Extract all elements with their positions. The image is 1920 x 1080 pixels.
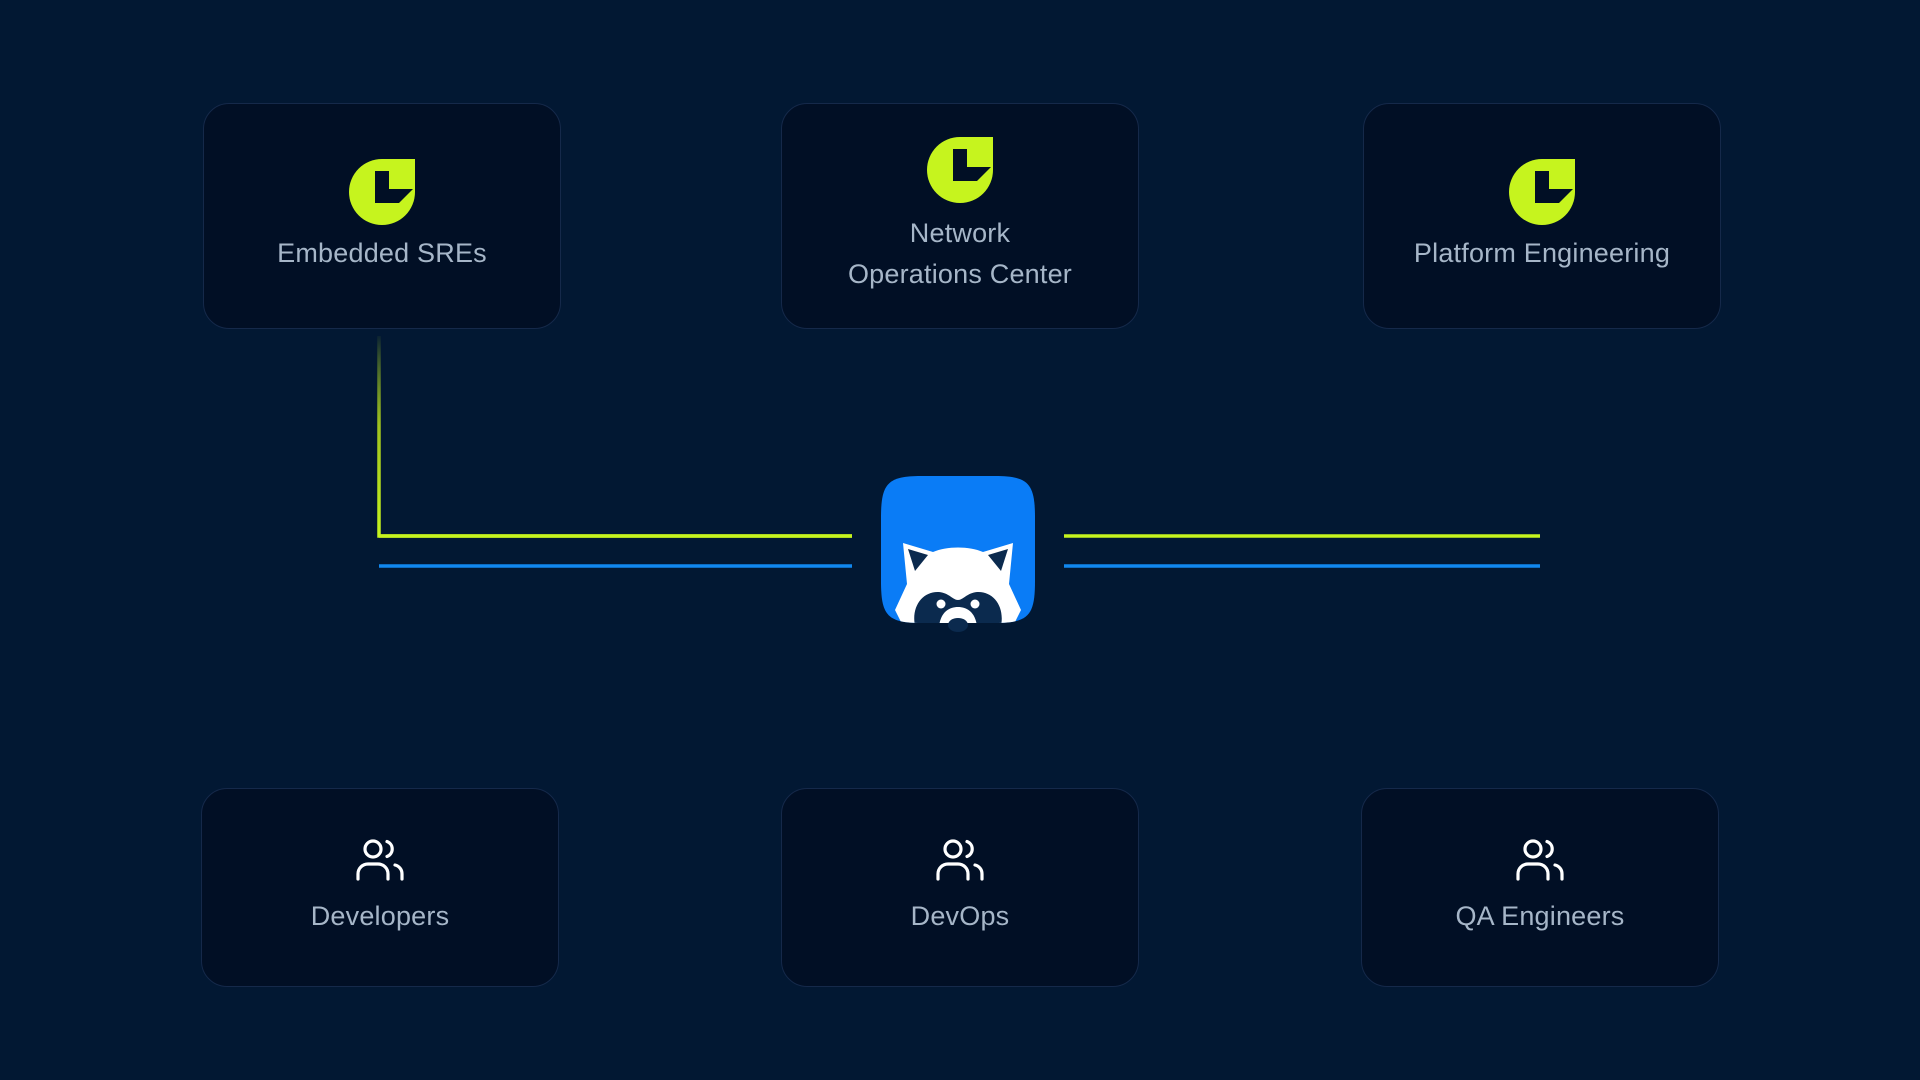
node-platform-engineering[interactable]: Platform Engineering — [1363, 103, 1721, 329]
node-label: Embedded SREs — [277, 237, 487, 268]
node-label: DevOps — [910, 901, 1010, 931]
users-icon — [356, 839, 404, 881]
brand-logo-icon — [1509, 158, 1575, 225]
node-label-line-2: Operations Center — [847, 259, 1072, 289]
users-icon — [936, 839, 984, 881]
brand-logo-icon — [349, 158, 415, 225]
brand-logo-icon — [927, 137, 993, 203]
node-label: Platform Engineering — [1413, 237, 1671, 268]
raccoon-logo-icon — [881, 476, 1035, 632]
connector-embedded-sres — [377, 336, 852, 538]
node-label: Developers — [310, 901, 450, 931]
node-label-line-1: Network — [909, 218, 1011, 248]
hub-node — [881, 476, 1035, 632]
users-icon — [1516, 839, 1564, 881]
node-network-operations-center[interactable]: Network Operations Center — [781, 103, 1139, 329]
node-qa-engineers[interactable]: QA Engineers — [1361, 788, 1719, 987]
node-embedded-sres[interactable]: Embedded SREs — [203, 103, 561, 329]
node-devops[interactable]: DevOps — [781, 788, 1139, 987]
node-label: QA Engineers — [1455, 901, 1625, 931]
node-developers[interactable]: Developers — [201, 788, 559, 987]
